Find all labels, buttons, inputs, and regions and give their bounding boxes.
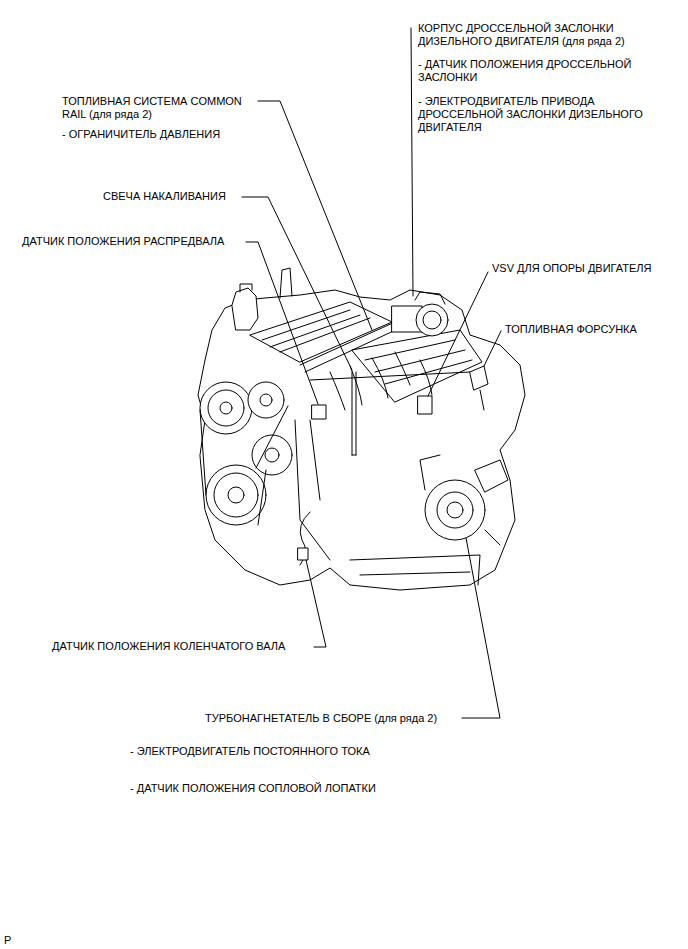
throttle-body (423, 311, 441, 329)
leader-line (246, 242, 318, 404)
oil-pan (350, 555, 480, 585)
throttle-body (415, 292, 445, 304)
leader-line (306, 560, 326, 647)
crank-pulley (206, 465, 266, 525)
part-label: VSV ДЛЯ ОПОРЫ ДВИГАТЕЛЯ (492, 262, 652, 275)
leader-line (411, 28, 413, 296)
head-detail (365, 340, 472, 384)
throttle-body (416, 304, 448, 336)
turbocharger (475, 460, 508, 492)
turbocharger (437, 492, 473, 528)
part-label: ТОПЛИВНАЯ ФОРСУНКА (505, 323, 637, 336)
turbocharger (420, 455, 500, 545)
leader-line (484, 331, 501, 366)
part-label: ТУРБОНАГНЕТАТЕЛЬ В СБОРЕ (для ряда 2) (205, 712, 437, 725)
pipe (280, 268, 292, 298)
leader-line (462, 538, 500, 718)
timing-cover (295, 420, 330, 560)
turbocharger (447, 502, 463, 518)
pulley (265, 448, 279, 462)
part-label: КОРПУС ДРОССЕЛЬНОЙ ЗАСЛОНКИ ДИЗЕЛЬНОГО Д… (418, 22, 673, 48)
pulley (200, 382, 252, 434)
engine-outline (198, 290, 525, 590)
turbocharger (425, 480, 485, 540)
pulley (248, 382, 284, 418)
filter-housing (232, 284, 258, 330)
leader-line (242, 197, 352, 370)
part-label: ТОПЛИВНАЯ СИСТЕМА COMMON RAIL (для ряда … (62, 95, 262, 121)
crank-pulley (228, 487, 244, 503)
part-label: - ДАТЧИК ПОЛОЖЕНИЯ СОПЛОВОЙ ЛОПАТКИ (130, 782, 376, 795)
camshaft-sensor (312, 405, 326, 419)
pulley (208, 390, 244, 426)
part-label: - ДАТЧИК ПОЛОЖЕНИЯ ДРОССЕЛЬНОЙ ЗАСЛОНКИ (418, 58, 673, 84)
pulley (252, 435, 292, 475)
part-label: ДАТЧИК ПОЛОЖЕНИЯ РАСПРЕДВАЛА (22, 235, 224, 248)
leader-line (258, 101, 372, 330)
part-label: - ОГРАНИЧИТЕЛЬ ДАВЛЕНИЯ (62, 128, 220, 141)
vsv (418, 396, 432, 414)
page-marker: P (4, 934, 11, 947)
head-detail (262, 310, 370, 352)
belt (200, 406, 288, 525)
fuel-lines (330, 352, 432, 410)
crank-pulley (214, 473, 258, 517)
crankshaft-sensor (298, 548, 308, 560)
part-label: - ЭЛЕКТРОДВИГАТЕЛЬ ПОСТОЯННОГО ТОКА (130, 745, 370, 758)
glow-plug (352, 372, 356, 455)
part-label: СВЕЧА НАКАЛИВАНИЯ (103, 190, 226, 203)
fuel-injector (480, 390, 484, 410)
pulley (260, 394, 272, 406)
leader-line (428, 272, 488, 396)
pulley (220, 402, 232, 414)
part-label: - ЭЛЕКТРОДВИГАТЕЛЬ ПРИВОДА ДРОССЕЛЬНОЙ З… (418, 95, 673, 134)
fuel-injector (470, 366, 488, 390)
part-label: ДАТЧИК ПОЛОЖЕНИЯ КОЛЕНЧАТОГО ВАЛА (52, 640, 285, 653)
